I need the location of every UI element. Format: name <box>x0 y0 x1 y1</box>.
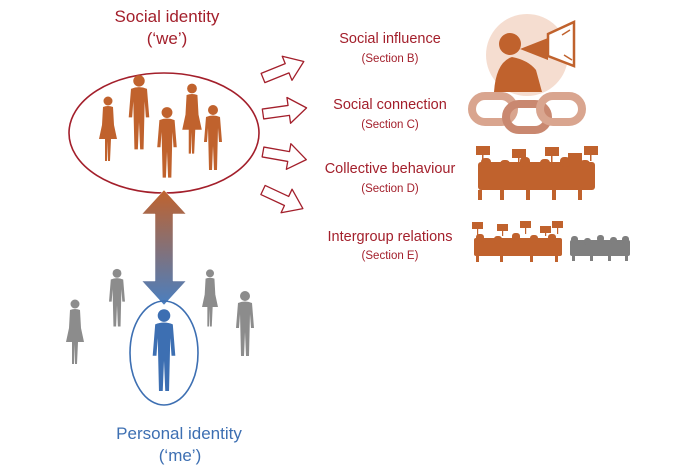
section-c-title: Social connection <box>333 97 447 113</box>
arrow-to-section-e <box>260 184 304 214</box>
personal-identity-subtitle: (‘me’) <box>158 446 202 465</box>
social-identity-title: Social identity <box>114 7 220 26</box>
two-groups-icon <box>472 221 630 262</box>
section-b-label: (Section B) <box>361 53 419 65</box>
identity-link-arrow <box>141 189 187 306</box>
section-d-title: Collective behaviour <box>324 161 456 177</box>
personal-identity-title: Personal identity <box>116 424 242 443</box>
section-d-label: (Section D) <box>361 183 419 195</box>
protest-crowd-icon <box>476 146 598 200</box>
personal-person <box>152 309 176 391</box>
arrow-to-section-b <box>260 55 305 84</box>
megaphone-person-icon <box>486 14 576 96</box>
section-e-label: (Section E) <box>361 250 419 262</box>
chain-links-icon <box>468 92 586 134</box>
section-e-title: Intergroup relations <box>327 229 453 245</box>
personal-identity-circle <box>129 300 199 406</box>
arrow-to-section-c <box>261 96 308 124</box>
outline-arrows <box>260 55 308 214</box>
social-identity-subtitle: (‘we’) <box>146 29 188 48</box>
section-b-title: Social influence <box>339 31 441 47</box>
arrow-to-section-d <box>261 143 307 170</box>
social-group-people <box>99 75 222 178</box>
section-c-label: (Section C) <box>361 119 419 131</box>
